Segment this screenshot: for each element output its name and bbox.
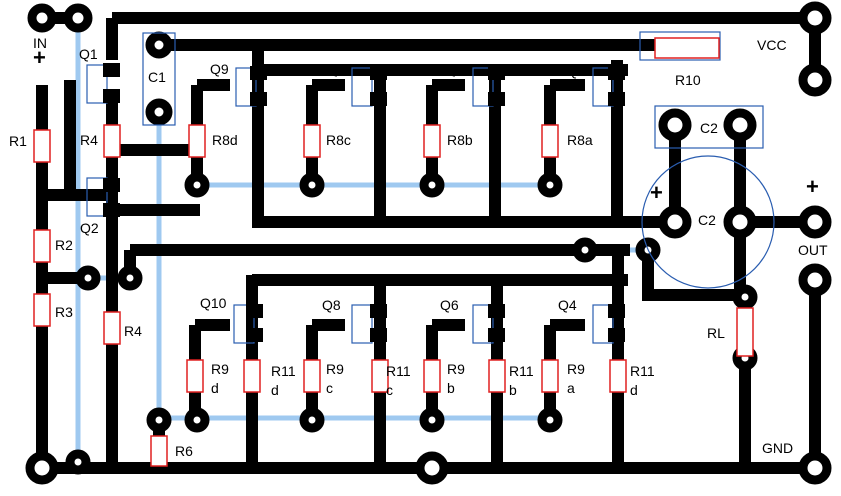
- r9a-label: R9: [567, 361, 585, 377]
- r11d-suffix: d: [271, 382, 279, 398]
- q9-label: Q9: [210, 61, 229, 77]
- r11c-suffix: c: [386, 382, 393, 398]
- q3-label: Q3: [567, 63, 586, 79]
- q2-label: Q2: [80, 220, 99, 236]
- r11b-suffix: b: [509, 382, 517, 398]
- c1-label: C1: [148, 69, 166, 85]
- r11c-label: R11: [386, 363, 411, 379]
- q4-label: Q4: [558, 297, 577, 313]
- r8c-label: R8c: [326, 132, 351, 148]
- r10-label: R10: [675, 72, 701, 88]
- r9b-label: R9: [447, 361, 465, 377]
- r1-label: R1: [9, 133, 27, 149]
- transistor-pads: [103, 63, 625, 342]
- r11a-label: R11: [630, 363, 655, 379]
- q10-label: Q10: [200, 295, 227, 311]
- component-outlines: [86, 31, 775, 344]
- c2-top-label: C2: [700, 120, 718, 136]
- q5-label: Q5: [446, 61, 465, 77]
- q8-label: Q8: [322, 297, 341, 313]
- c2-mid-label: C2: [698, 212, 716, 228]
- out-label: OUT: [798, 242, 828, 258]
- r3-label: R3: [55, 304, 73, 320]
- r6-label: R6: [175, 443, 193, 459]
- r9c-label: R9: [326, 361, 344, 377]
- r9a-suffix: a: [567, 380, 575, 396]
- in-label: IN: [33, 35, 47, 51]
- in-plus-sign: +: [33, 45, 46, 70]
- r11a-suffix: d: [630, 382, 638, 398]
- r8b-label: R8b: [447, 132, 473, 148]
- rl-label: RL: [707, 325, 725, 341]
- r2-label: R2: [55, 237, 73, 253]
- resistor-bodies: [33, 37, 754, 467]
- q6-label: Q6: [440, 297, 459, 313]
- out-plus-sign: +: [806, 174, 819, 199]
- round-pads: [25, 1, 832, 485]
- r9c-suffix: c: [326, 380, 333, 396]
- r4-top-label: R4: [80, 132, 98, 148]
- r4-bottom-label: R4: [124, 323, 142, 339]
- r11b-label: R11: [509, 363, 534, 379]
- gnd-label: GND: [762, 440, 794, 456]
- vcc-label: VCC: [757, 37, 787, 53]
- r9d-label: R9: [211, 361, 229, 377]
- q7-label: Q7: [328, 61, 347, 77]
- r9d-suffix: d: [211, 380, 219, 396]
- r11d-label: R11: [271, 363, 296, 379]
- c2-plus-sign: +: [650, 180, 663, 205]
- q1-label: Q1: [79, 46, 98, 62]
- r8d-label: R8d: [212, 132, 238, 148]
- r8a-label: R8a: [567, 132, 593, 148]
- r9b-suffix: b: [447, 380, 455, 396]
